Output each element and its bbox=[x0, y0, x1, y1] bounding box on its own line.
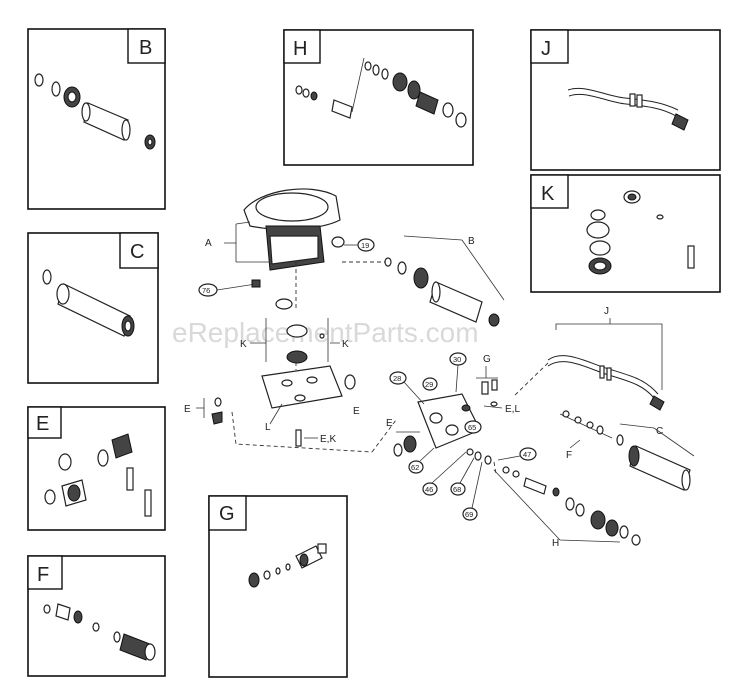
part-65: 65 bbox=[468, 423, 476, 432]
part-68: 68 bbox=[453, 485, 461, 494]
inset-b-letter: B bbox=[139, 37, 152, 59]
part-30: 30 bbox=[453, 355, 461, 364]
inset-h-letter: H bbox=[293, 38, 307, 60]
inset-k-letter: K bbox=[541, 183, 555, 205]
inset-g-letter: G bbox=[219, 503, 235, 525]
inset-g: G bbox=[208, 495, 348, 678]
callout-l: L bbox=[265, 422, 271, 433]
inset-c: C bbox=[27, 232, 159, 384]
callout-b: B bbox=[468, 236, 475, 247]
part-46: 46 bbox=[425, 485, 433, 494]
callout-j: J bbox=[604, 306, 609, 317]
part-69: 69 bbox=[465, 510, 473, 519]
part-76: 76 bbox=[202, 286, 210, 295]
inset-h: H bbox=[283, 29, 474, 166]
callout-k-right: K bbox=[342, 339, 349, 350]
inset-b: B bbox=[27, 28, 166, 210]
callout-e-l: E,L bbox=[505, 404, 520, 415]
inset-j: J bbox=[530, 29, 721, 171]
callout-a: A bbox=[205, 238, 212, 249]
part-29: 29 bbox=[425, 380, 433, 389]
inset-e: E bbox=[27, 406, 166, 531]
part-19: 19 bbox=[361, 241, 369, 250]
inset-j-letter: J bbox=[541, 38, 551, 60]
part-47: 47 bbox=[523, 450, 531, 459]
inset-f: F bbox=[27, 555, 166, 677]
callout-e-left: E bbox=[184, 404, 191, 415]
part-62: 62 bbox=[411, 463, 419, 472]
main-assembly: A 19 76 K K L E E bbox=[184, 188, 695, 549]
inset-f-letter: F bbox=[37, 564, 49, 586]
callout-e-manifold: E bbox=[386, 418, 393, 429]
callout-e-k: E,K bbox=[320, 434, 336, 445]
inset-e-letter: E bbox=[36, 413, 49, 435]
inset-k: K bbox=[530, 174, 721, 293]
callout-e-plate: E bbox=[353, 406, 360, 417]
inset-c-letter: C bbox=[130, 241, 144, 263]
callout-h: H bbox=[552, 538, 559, 549]
callout-f: F bbox=[566, 450, 572, 461]
callout-k-left: K bbox=[240, 339, 247, 350]
watermark: eReplacementParts.com bbox=[172, 317, 479, 348]
callout-g: G bbox=[483, 354, 491, 365]
part-28: 28 bbox=[393, 374, 401, 383]
